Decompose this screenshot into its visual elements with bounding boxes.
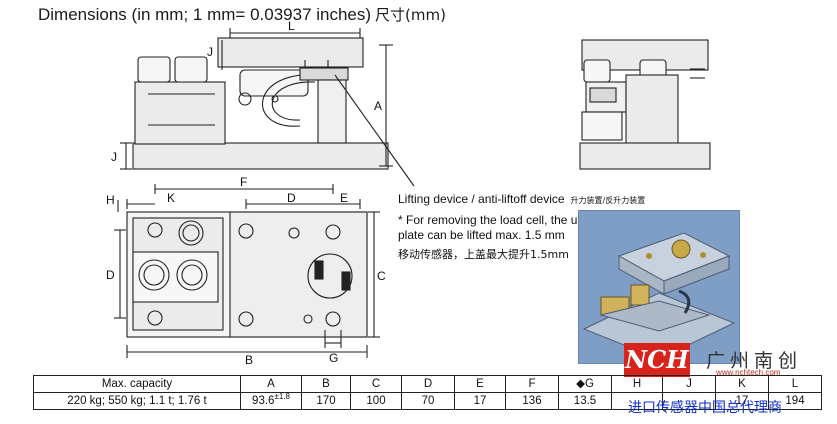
drawing-title: Dimensions (in mm; 1 mm= 0.03937 inches)… (38, 4, 446, 25)
dim-label-C: C (377, 269, 386, 283)
dim-label-G: G (329, 351, 338, 365)
top-view (126, 211, 368, 338)
value-A-tolerance: ±1.8 (274, 392, 290, 402)
title-en: Dimensions (in mm; 1 mm= 0.03937 inches) (38, 5, 372, 24)
value-L: 194 (768, 392, 822, 410)
header-H: H (611, 375, 663, 393)
dim-label-E: E (340, 191, 348, 205)
header-E: E (454, 375, 506, 393)
distributor-overlay-text: 进口传感器中国总代理商 (628, 400, 782, 416)
dim-label-J-lower: J (111, 150, 117, 164)
header-max-capacity: Max. capacity (33, 375, 241, 393)
brand-url: www.nchtech.com (716, 368, 781, 377)
brand-logo: NCH (624, 343, 690, 377)
spec-table: Max. capacity A B C D E F ◆G H J K L 220… (33, 375, 822, 410)
front-view (579, 39, 711, 170)
value-A-number: 93.6 (252, 395, 275, 407)
spec-header-row: Max. capacity A B C D E F ◆G H J K L (33, 375, 822, 393)
header-F: F (505, 375, 559, 393)
dim-label-D-vertical: D (106, 268, 115, 282)
value-C: 100 (350, 392, 402, 410)
title-cn: 尺寸(mm) (375, 6, 446, 24)
header-C: C (350, 375, 402, 393)
value-G: 13.5 (558, 392, 612, 410)
spec-value-row: 220 kg; 550 kg; 1.1 t; 1.76 t 93.6±1.8 1… (33, 392, 822, 410)
lifting-note-line2: plate can be lifted max. 1.5 mm (398, 228, 565, 242)
lifting-title-cn: 升力装置/反升力装置 (570, 196, 646, 205)
brand-name-cn: 广州南创 (706, 350, 803, 372)
value-E: 17 (454, 392, 506, 410)
value-K: 17 (715, 392, 769, 410)
header-K: K (715, 375, 769, 393)
header-A: A (240, 375, 302, 393)
header-B: B (301, 375, 351, 393)
dim-label-L: L (288, 19, 295, 33)
value-B: 170 (301, 392, 351, 410)
value-F: 136 (505, 392, 559, 410)
dim-label-F: F (240, 175, 247, 189)
product-photo (578, 210, 740, 364)
lifting-note-line1: * For removing the load cell, the upper (398, 213, 602, 227)
value-D: 70 (401, 392, 455, 410)
lifting-device-title: Lifting device / anti-liftoff device 升力装置… (398, 192, 645, 206)
value-capacity: 220 kg; 550 kg; 1.1 t; 1.76 t (33, 392, 241, 410)
load-cell-illustration (582, 232, 736, 360)
dim-label-H: H (106, 193, 115, 207)
lifting-title-en: Lifting device / anti-liftoff device (398, 192, 565, 206)
header-J: J (662, 375, 716, 393)
value-A: 93.6±1.8 (240, 392, 302, 410)
dim-label-A: A (374, 99, 382, 113)
lifting-note-line3-cn: 移动传感器，上盖最大提升1.5mm (398, 248, 569, 261)
dim-label-B: B (245, 353, 253, 367)
header-L: L (768, 375, 822, 393)
dim-label-K: K (167, 191, 175, 205)
side-view (132, 37, 389, 170)
dim-label-D: D (287, 191, 296, 205)
header-G: ◆G (558, 375, 612, 393)
header-D: D (401, 375, 455, 393)
dim-label-J-upper: J (207, 45, 213, 59)
